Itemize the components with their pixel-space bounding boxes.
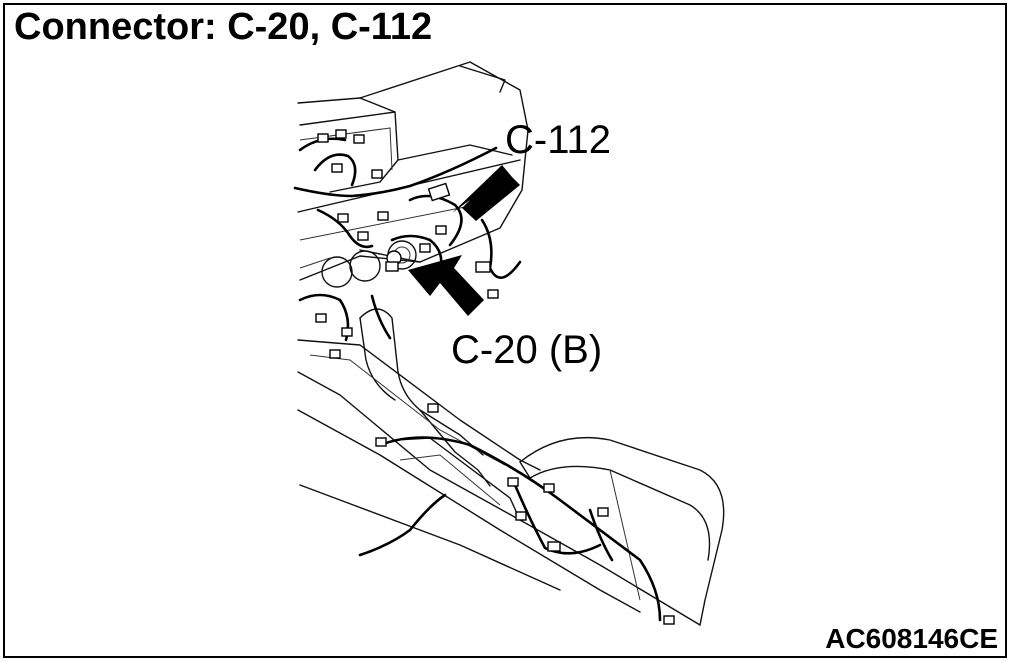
callout-c20-label: C-20 (B) bbox=[451, 328, 603, 372]
center-console bbox=[297, 339, 701, 626]
c112-connector bbox=[427, 182, 451, 202]
c20-connector bbox=[385, 250, 402, 272]
air-vents bbox=[321, 240, 417, 288]
figure-code: AC608146CE bbox=[825, 623, 998, 654]
harness-connectors bbox=[315, 129, 675, 625]
c20-pointer-arrow bbox=[408, 255, 484, 316]
callout-c112-label: C-112 bbox=[505, 118, 611, 162]
dashboard-outline bbox=[297, 61, 529, 281]
diagram-title: Connector: C-20, C-112 bbox=[14, 6, 433, 48]
diagram-frame bbox=[3, 3, 1007, 658]
c112-pointer-arrow bbox=[452, 165, 520, 221]
wiring-harness bbox=[293, 137, 662, 622]
armrest bbox=[519, 436, 725, 626]
